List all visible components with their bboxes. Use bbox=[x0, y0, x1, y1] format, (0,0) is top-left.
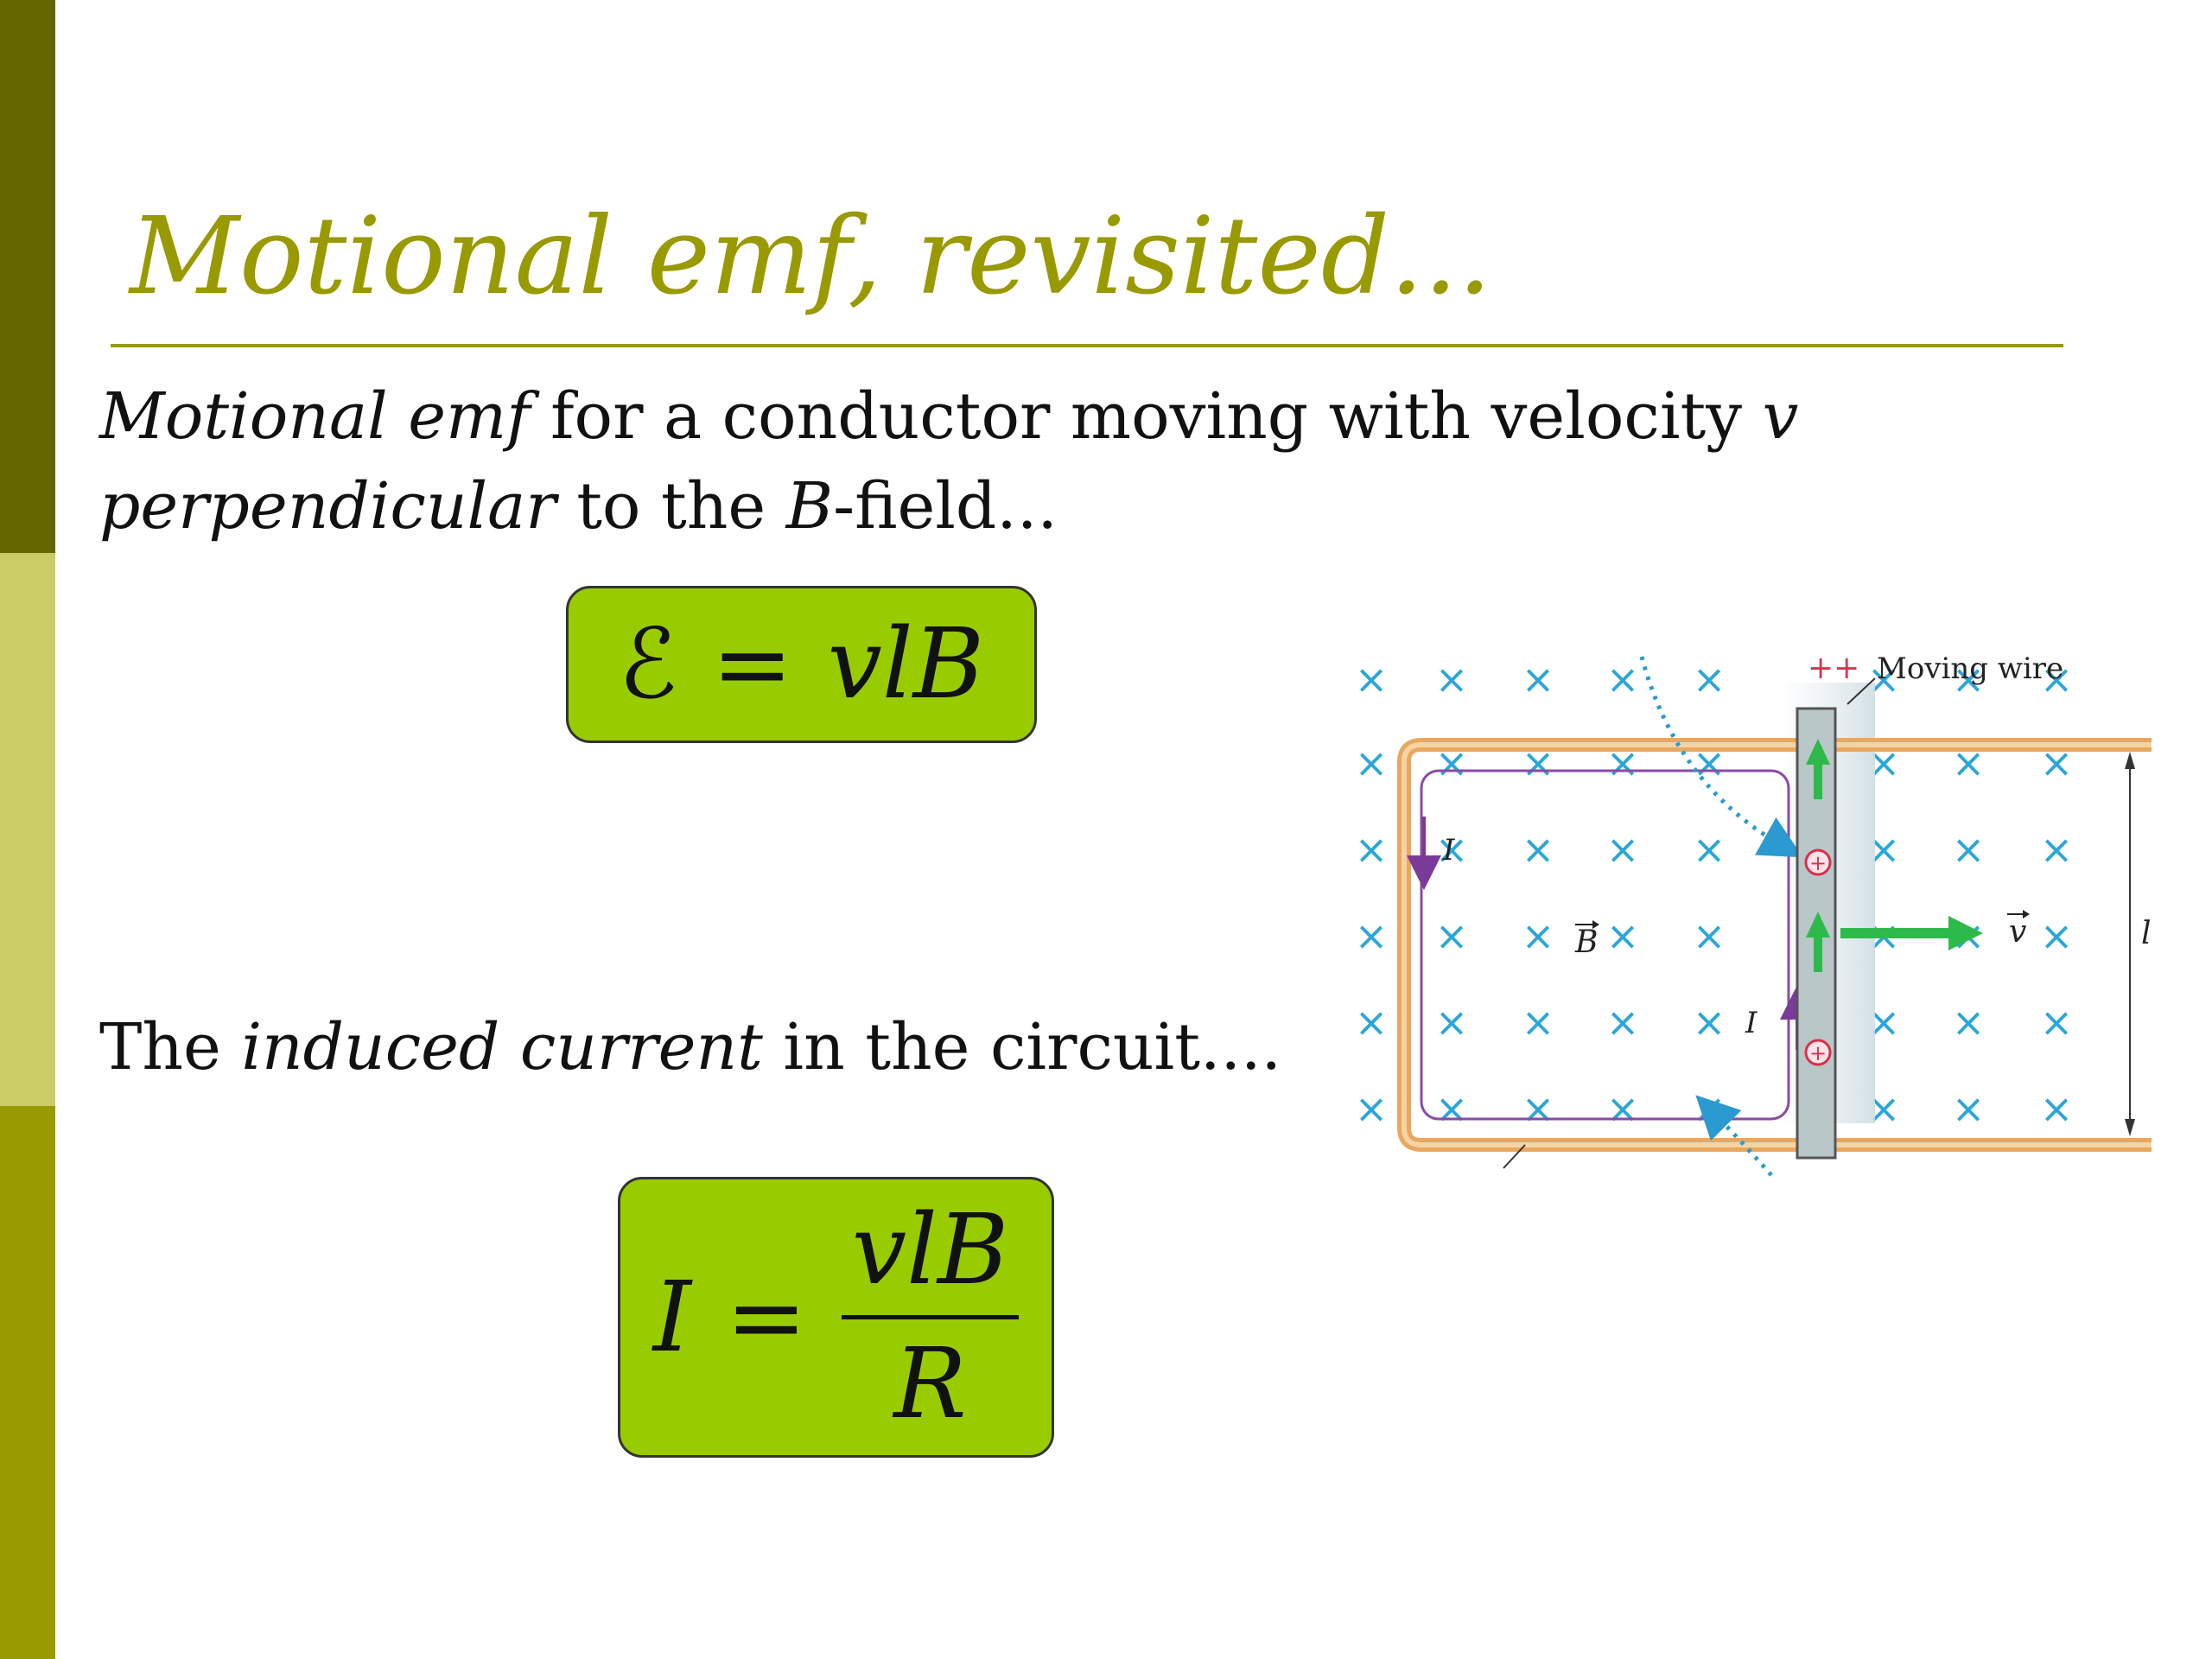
field-x-mark: × bbox=[1355, 656, 1389, 702]
field-x-mark: × bbox=[1522, 826, 1555, 873]
emf-rhs: vlB bbox=[827, 608, 985, 721]
magnetic-field-marks: ××××××××××××××××××××××××××××××××××××××××… bbox=[1355, 656, 2074, 1132]
field-x-mark: × bbox=[2040, 912, 2074, 959]
induced-current-term: induced current bbox=[241, 1010, 763, 1084]
field-x-mark: × bbox=[2040, 656, 2074, 702]
field-x-mark: × bbox=[1693, 826, 1726, 873]
field-x-mark: × bbox=[1693, 912, 1726, 959]
perpendicular-term: perpendicular bbox=[99, 469, 556, 543]
positive-charge-top bbox=[1804, 849, 1832, 876]
current-text-1: The bbox=[99, 1010, 242, 1084]
fraction-numerator: vlB bbox=[851, 1194, 1009, 1306]
field-x-mark: × bbox=[1522, 1085, 1555, 1132]
fraction-bar bbox=[841, 1315, 1020, 1319]
motional-emf-term: Motional emf bbox=[99, 379, 531, 454]
velocity-symbol: v bbox=[1762, 379, 1799, 454]
moving-wire-label: Moving wire bbox=[1877, 652, 2063, 686]
field-x-mark: × bbox=[1606, 1085, 1640, 1132]
current-label-bar: I bbox=[1745, 1006, 1758, 1040]
field-x-mark: × bbox=[1693, 999, 1726, 1046]
current-fraction: vlB R bbox=[841, 1185, 1020, 1449]
current-label-left: I bbox=[1442, 833, 1455, 868]
field-x-mark: × bbox=[1435, 656, 1469, 702]
intro-text-3: -field... bbox=[833, 469, 1058, 543]
diagram-svg: ××××××××××××××××××××××××××××××××××××××××… bbox=[1355, 651, 2152, 1177]
wire-label-leader bbox=[1847, 677, 1876, 705]
field-x-mark: × bbox=[2040, 826, 2074, 873]
positive-charge-top-sign: + bbox=[1809, 851, 1827, 875]
current-text-2: in the circuit.... bbox=[762, 1010, 1282, 1084]
field-x-mark: × bbox=[1693, 656, 1726, 702]
field-x-mark: × bbox=[1355, 826, 1389, 873]
field-x-mark: × bbox=[1952, 826, 1986, 873]
slide-title: Motional emf, revisited... bbox=[130, 194, 1492, 319]
current-symbol: I bbox=[652, 1261, 691, 1374]
field-x-mark: × bbox=[1355, 999, 1389, 1046]
sidebar-segment-middle bbox=[0, 553, 55, 1106]
motional-emf-diagram: ××××××××××××××××××××××××××××××××××××××××… bbox=[1348, 639, 2160, 1192]
current-formula-box: I = vlB R bbox=[618, 1177, 1054, 1458]
current-paragraph: The induced current in the circuit.... bbox=[99, 1002, 1827, 1092]
field-x-mark: × bbox=[1606, 912, 1640, 959]
field-x-mark: × bbox=[1355, 1085, 1389, 1132]
length-label: l bbox=[2141, 916, 2152, 951]
field-x-mark: × bbox=[1435, 1085, 1469, 1132]
field-x-mark: × bbox=[1952, 656, 1986, 702]
positive-charge-bottom-sign: + bbox=[1809, 1041, 1827, 1065]
velocity-vector-label: v bbox=[2009, 914, 2026, 950]
field-x-mark: × bbox=[1606, 656, 1640, 702]
sidebar-segment-top bbox=[0, 0, 55, 553]
field-x-mark: × bbox=[1355, 912, 1389, 959]
field-vector-label: B bbox=[1574, 925, 1598, 960]
field-symbol: B bbox=[785, 469, 834, 543]
plus-signs-label: ++ bbox=[1808, 651, 1859, 686]
field-x-mark: × bbox=[2040, 999, 2074, 1046]
sidebar-accent bbox=[0, 0, 55, 1659]
field-x-mark: × bbox=[1435, 999, 1469, 1046]
field-x-mark: × bbox=[2040, 1085, 2074, 1132]
field-x-mark: × bbox=[1435, 912, 1469, 959]
charge-path-top bbox=[1639, 656, 1803, 858]
field-x-mark: × bbox=[1355, 740, 1389, 786]
field-x-mark: × bbox=[1606, 999, 1640, 1046]
intro-paragraph: Motional emf for a conductor moving with… bbox=[99, 372, 1827, 551]
field-x-mark: × bbox=[1522, 912, 1555, 959]
positive-charge-bottom bbox=[1804, 1039, 1832, 1066]
emf-equals: = bbox=[711, 608, 793, 721]
fraction-denominator: R bbox=[893, 1328, 967, 1440]
sidebar-segment-bottom bbox=[0, 1106, 55, 1659]
current-equals: = bbox=[726, 1261, 807, 1374]
title-underline bbox=[111, 344, 2063, 347]
intro-text-2: to the bbox=[556, 469, 786, 543]
field-x-mark: × bbox=[1522, 656, 1555, 702]
field-x-mark: × bbox=[1952, 1085, 1986, 1132]
field-x-mark: × bbox=[1693, 1085, 1726, 1132]
emf-symbol: ℰ bbox=[618, 608, 677, 721]
intro-text-1: for a conductor moving with velocity bbox=[530, 379, 1763, 454]
field-x-mark: × bbox=[1522, 999, 1555, 1046]
current-loop-path bbox=[1420, 769, 1790, 1121]
emf-formula-box: ℰ = vlB bbox=[566, 586, 1037, 743]
field-x-mark: × bbox=[1952, 999, 1986, 1046]
field-x-mark: × bbox=[1606, 826, 1640, 873]
